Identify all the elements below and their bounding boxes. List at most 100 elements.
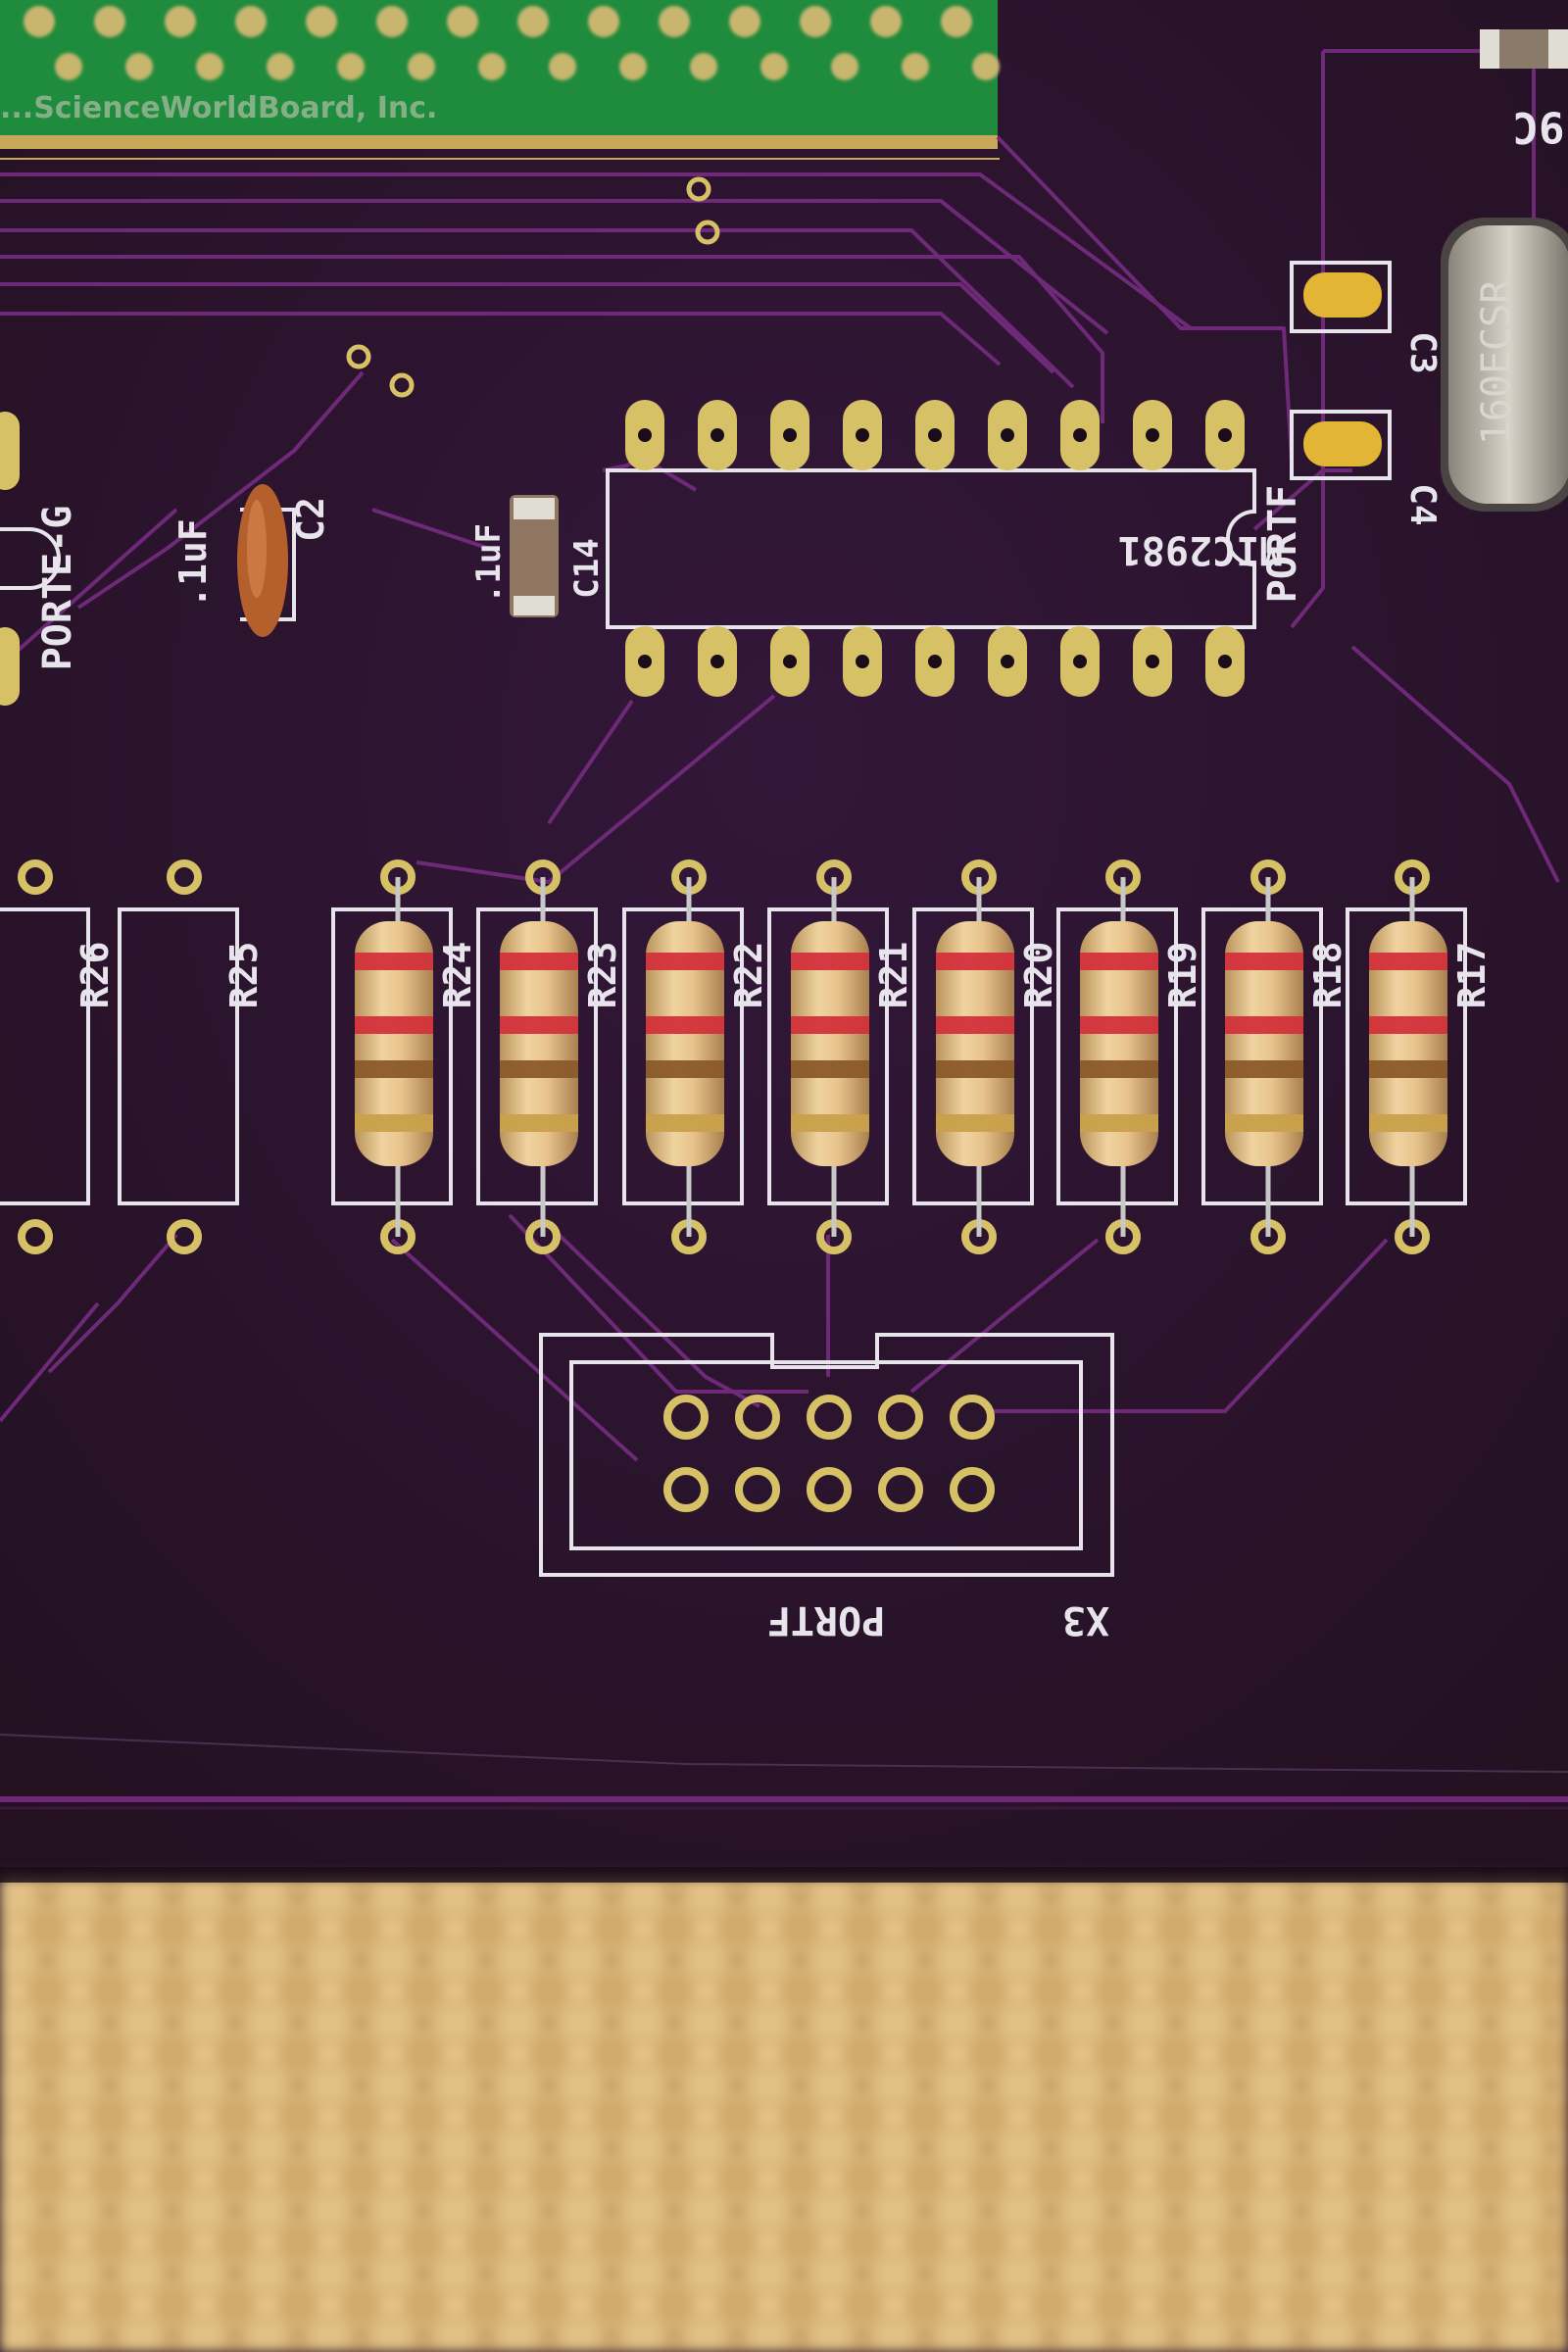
resistor-band bbox=[1225, 1114, 1303, 1132]
resistor-band bbox=[1080, 1114, 1158, 1132]
resistor-band bbox=[646, 1060, 724, 1078]
top-right-part: 9C bbox=[1480, 29, 1568, 152]
ic-pad bbox=[1133, 626, 1172, 697]
cap-c14-value: .1uF bbox=[469, 523, 509, 604]
resistor-label: R23 bbox=[581, 942, 624, 1009]
ic-pad bbox=[1060, 626, 1100, 697]
resistor-band bbox=[355, 1060, 433, 1078]
resistor-label: R17 bbox=[1450, 942, 1494, 1009]
resistor-label: R20 bbox=[1017, 942, 1060, 1009]
header-x3: X3 PORTF bbox=[539, 1333, 1114, 1642]
resistor-band bbox=[500, 1016, 578, 1034]
resistor-band bbox=[646, 953, 724, 970]
ic-mic2981: MIC2981 PORTF bbox=[606, 400, 1305, 697]
resistor-r17: R17 bbox=[1346, 859, 1494, 1254]
ic-pad bbox=[770, 626, 809, 697]
resistor-band bbox=[1080, 1060, 1158, 1078]
header-port-label: PORTF bbox=[767, 1597, 885, 1642]
daughterboard-text: ...ScienceWorldBoard, Inc. bbox=[0, 91, 437, 125]
ic-pad bbox=[1133, 400, 1172, 470]
header-pin bbox=[807, 1467, 852, 1512]
resistor-band bbox=[1369, 1016, 1447, 1034]
ic-pad bbox=[915, 626, 955, 697]
cap-c14-label: C14 bbox=[567, 538, 607, 598]
resistor-band bbox=[791, 1114, 869, 1132]
resistor-label: R19 bbox=[1161, 942, 1204, 1009]
resistor-r19: R19 bbox=[1056, 859, 1204, 1254]
ic-pad bbox=[843, 626, 882, 697]
resistor-band bbox=[791, 1016, 869, 1034]
ic-port-label: PORTF bbox=[1260, 485, 1305, 603]
vias bbox=[346, 176, 720, 398]
resistor-band bbox=[936, 953, 1014, 970]
cap-c3: C3 bbox=[1290, 261, 1443, 374]
header-pin bbox=[950, 1467, 995, 1512]
resistor-band bbox=[1225, 1060, 1303, 1078]
resistor-r23: R23 bbox=[476, 859, 624, 1254]
header-pin bbox=[878, 1395, 923, 1440]
resistor-label: R18 bbox=[1306, 942, 1349, 1009]
resistor-band bbox=[1080, 953, 1158, 970]
resistor-band bbox=[1369, 1060, 1447, 1078]
resistor-row: R26 R25 R24 R23 R22 R21 R20 R19 R18 R17 bbox=[0, 859, 1494, 1254]
cap-c2-value: .1uF bbox=[172, 518, 215, 609]
resistor-r24: R24 bbox=[331, 859, 479, 1254]
resistor-band bbox=[355, 953, 433, 970]
header-pin bbox=[735, 1467, 780, 1512]
resistor-band bbox=[936, 1060, 1014, 1078]
resistor-band bbox=[355, 1016, 433, 1034]
resistor-label: R25 bbox=[222, 942, 266, 1009]
ic-pad bbox=[1205, 400, 1245, 470]
resistor-r20: R20 bbox=[912, 859, 1060, 1254]
resistor-band bbox=[646, 1114, 724, 1132]
resistor-body bbox=[1225, 921, 1303, 1166]
header-pin bbox=[950, 1395, 995, 1440]
top-right-label: 9C bbox=[1513, 102, 1565, 152]
ic-pad bbox=[915, 400, 955, 470]
resistor-band bbox=[1369, 1114, 1447, 1132]
ic-pad bbox=[1205, 626, 1245, 697]
cap-c2: .1uF C2 bbox=[172, 484, 332, 637]
resistor-band bbox=[500, 1114, 578, 1132]
resistor-label: R26 bbox=[74, 942, 117, 1009]
resistor-r21: R21 bbox=[767, 859, 915, 1254]
ic-pad bbox=[625, 626, 664, 697]
resistor-band bbox=[1369, 953, 1447, 970]
resistor-r25: R25 bbox=[118, 859, 266, 1254]
resistor-band bbox=[500, 953, 578, 970]
crystal-marking: 160ECSR bbox=[1474, 279, 1519, 445]
resistor-body bbox=[1369, 921, 1447, 1166]
ic-pad bbox=[698, 626, 737, 697]
resistor-body bbox=[646, 921, 724, 1166]
header-pin bbox=[807, 1395, 852, 1440]
resistor-label: R22 bbox=[727, 942, 770, 1009]
resistor-band bbox=[791, 1060, 869, 1078]
header-pin bbox=[663, 1395, 709, 1440]
resistor-body bbox=[500, 921, 578, 1166]
cap-c4-label: C4 bbox=[1402, 483, 1443, 525]
resistor-body bbox=[791, 921, 869, 1166]
resistor-band bbox=[936, 1016, 1014, 1034]
resistor-body bbox=[936, 921, 1014, 1166]
porte-g-label: PORTE-G bbox=[35, 506, 80, 671]
ic-pad bbox=[1060, 400, 1100, 470]
header-ref-label: X3 bbox=[1062, 1597, 1109, 1642]
resistor-body bbox=[1080, 921, 1158, 1166]
daughterboard: ...ScienceWorldBoard, Inc. bbox=[0, 0, 1000, 160]
ic-pad bbox=[988, 400, 1027, 470]
ic-pad bbox=[843, 400, 882, 470]
header-pin bbox=[663, 1467, 709, 1512]
ic-pad bbox=[988, 626, 1027, 697]
resistor-band bbox=[500, 1060, 578, 1078]
resistor-label: R21 bbox=[872, 942, 915, 1009]
resistor-body bbox=[355, 921, 433, 1166]
traces bbox=[0, 49, 1560, 1462]
resistor-band bbox=[1225, 1016, 1303, 1034]
ic-part-label: MIC2981 bbox=[1118, 527, 1284, 572]
resistor-band bbox=[355, 1114, 433, 1132]
resistor-r22: R22 bbox=[622, 859, 770, 1254]
ic-pad bbox=[770, 400, 809, 470]
porte-g-footprint: PORTE-G bbox=[0, 412, 80, 706]
crystal: 160ECSR bbox=[1441, 218, 1568, 512]
resistor-r26: R26 bbox=[0, 859, 117, 1254]
